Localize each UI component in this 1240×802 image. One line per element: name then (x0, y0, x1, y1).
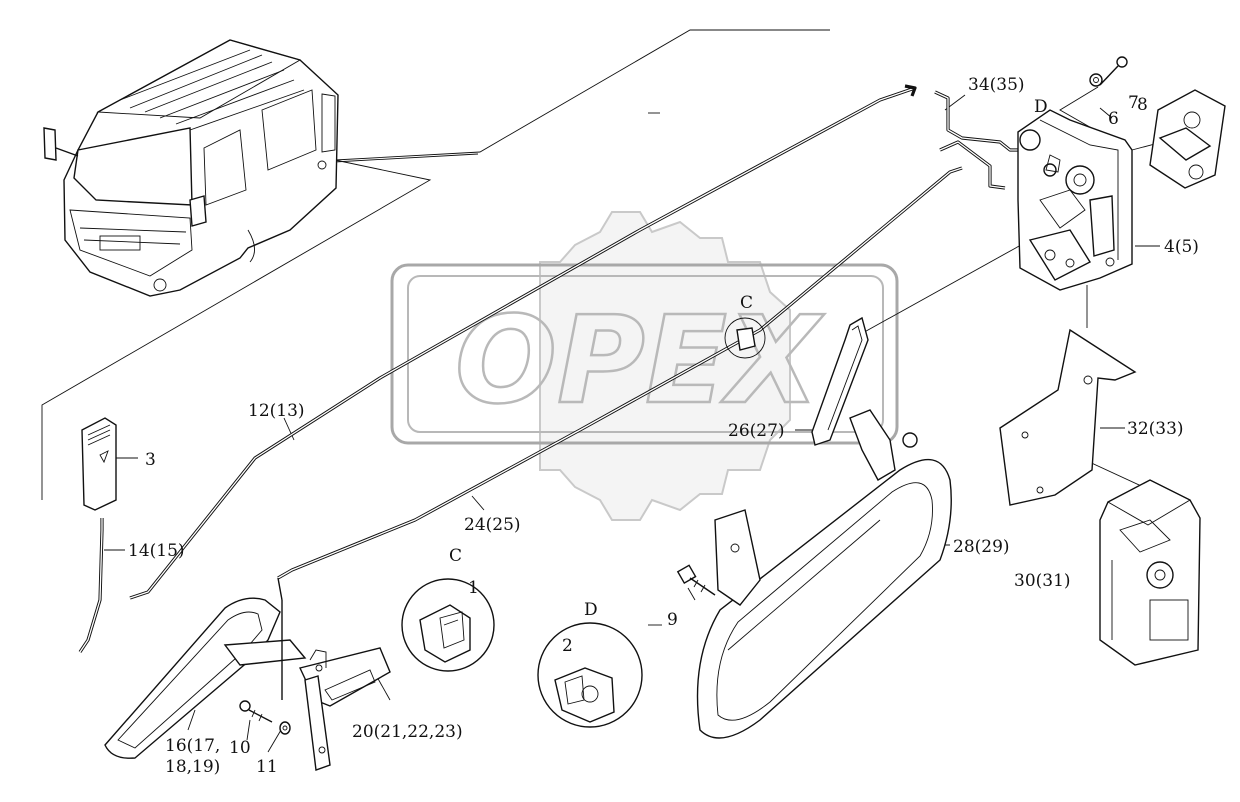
door-lock-assembly (1017, 109, 1133, 291)
label-4-5: 4(5) (1164, 237, 1199, 257)
label-c-detail: C (449, 546, 462, 566)
label-34-35: 34(35) (968, 75, 1025, 95)
label-16-line1: 16(17, (165, 736, 220, 756)
rod-24-25 (277, 166, 963, 580)
label-20-23: 20(21,22,23) (352, 722, 463, 742)
bolt-7 (1099, 56, 1128, 86)
plate-32-33 (999, 328, 1137, 506)
inside-handle-16 (104, 577, 307, 759)
label-c-mid: C (740, 293, 753, 313)
label-7: 7 (1128, 93, 1139, 113)
washer-11 (279, 721, 291, 735)
screw-10 (239, 700, 273, 723)
label-12-13: 12(13) (248, 401, 305, 421)
rod-34-35 (934, 90, 1025, 190)
bolt-9 (676, 564, 716, 596)
truck-cab-illustration (43, 39, 339, 297)
outside-handle-28-29 (696, 409, 952, 739)
rod-14-15 (78, 518, 104, 653)
label-24-25: 24(25) (464, 515, 521, 535)
label-1: 1 (468, 578, 479, 598)
label-30-31: 30(31) (1014, 571, 1071, 591)
striker-8 (1149, 89, 1226, 189)
label-10: 10 (229, 738, 251, 758)
rod-26-27 (811, 316, 869, 446)
label-d-top: D (1034, 97, 1048, 117)
label-14-15: 14(15) (128, 541, 185, 561)
washer-6 (1089, 73, 1103, 87)
detail-c (401, 578, 495, 672)
label-28-29: 28(29) (953, 537, 1010, 557)
label-2: 2 (562, 636, 573, 656)
rod-12-13 (129, 84, 917, 600)
label-6: 6 (1108, 109, 1119, 129)
label-16-line2: 18,19) (165, 757, 220, 777)
label-8: 8 (1137, 95, 1148, 115)
lock-knob-3 (81, 417, 117, 511)
clip-c-on-rod (724, 317, 766, 359)
handle-base-20 (299, 647, 391, 771)
callout-labels: 34(35) D 8 7 6 4(5) C 12(13) 3 26(27) 32… (128, 75, 1199, 777)
watermark-text: OPEX (455, 292, 825, 431)
label-11: 11 (256, 757, 278, 777)
actuator-30-31 (1099, 479, 1201, 666)
label-3: 3 (145, 450, 156, 470)
label-26-27: 26(27) (728, 421, 785, 441)
label-d-detail: D (584, 600, 598, 620)
opex-watermark: OPEX (390, 211, 899, 521)
label-9: 9 (667, 610, 678, 630)
detail-d (537, 622, 643, 728)
label-32-33: 32(33) (1127, 419, 1184, 439)
